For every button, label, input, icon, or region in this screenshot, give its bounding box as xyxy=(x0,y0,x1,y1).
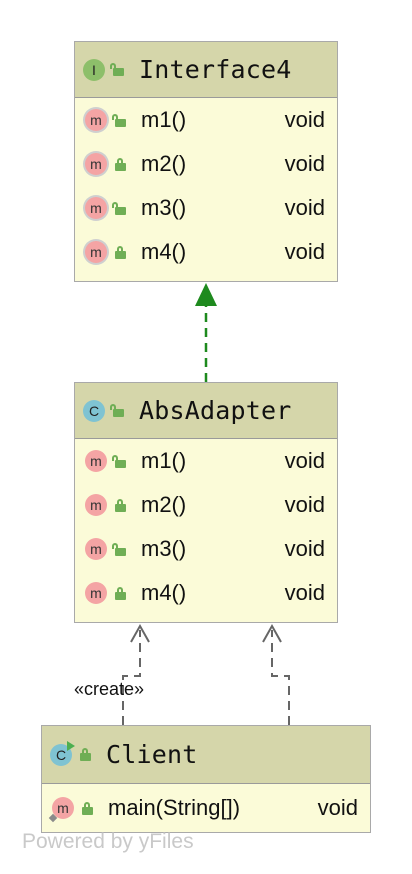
interface4-method-row[interactable]: m m2() void xyxy=(75,142,337,186)
public-open-lock-icon xyxy=(112,201,127,215)
usage-dependency-line xyxy=(271,630,290,725)
client-node[interactable]: C Client m main(String[]) void xyxy=(41,725,371,833)
class-kind-letter: C xyxy=(55,746,67,763)
client-title: Client xyxy=(106,740,198,769)
public-lock-icon xyxy=(115,586,127,600)
method-return-type: void xyxy=(284,536,325,561)
static-method-icon: m xyxy=(52,797,74,819)
method-icon: m xyxy=(85,582,107,604)
run-arrow-icon xyxy=(67,740,75,751)
abstract-method-icon: m xyxy=(85,109,107,131)
absadapter-method-row[interactable]: m m4() void xyxy=(75,571,337,615)
method-name: m3() xyxy=(141,195,187,220)
client-header: C Client xyxy=(42,726,370,784)
public-lock-icon xyxy=(115,498,127,512)
absadapter-method-row[interactable]: m m1() void xyxy=(75,439,337,483)
absadapter-node[interactable]: C AbsAdapter m m1() void m m2() void m m… xyxy=(74,382,338,623)
interface4-header: I Interface4 xyxy=(75,42,337,98)
method-name: main(String[]) xyxy=(108,795,241,820)
method-return-type: void xyxy=(284,492,325,517)
interface4-node[interactable]: I Interface4 m m1() void m m2() void m m… xyxy=(74,41,338,282)
create-stereotype-label: «create» xyxy=(74,679,145,699)
method-name: m3() xyxy=(141,536,187,561)
implements-relation xyxy=(195,283,217,382)
absadapter-method-row[interactable]: m m3() void xyxy=(75,527,337,571)
method-icon: m xyxy=(85,494,107,516)
public-lock-icon xyxy=(115,245,127,259)
public-lock-icon xyxy=(80,748,92,761)
create-dependency-line xyxy=(122,630,141,725)
usage-dependency-relation xyxy=(262,623,290,725)
method-name: m4() xyxy=(141,580,187,605)
public-open-lock-icon xyxy=(110,63,125,76)
interface4-method-row[interactable]: m m3() void xyxy=(75,186,337,230)
method-name: m4() xyxy=(141,239,187,264)
public-open-lock-icon xyxy=(112,542,127,556)
method-return-type: void xyxy=(317,795,358,820)
runnable-class-kind-icon: C xyxy=(50,740,75,766)
public-lock-icon xyxy=(115,157,127,171)
usage-dependency-arrowhead-icon xyxy=(262,623,282,643)
method-return-type: void xyxy=(284,580,325,605)
abstract-method-icon: m xyxy=(85,153,107,175)
create-dependency-arrowhead-icon xyxy=(130,623,150,643)
method-icon: m xyxy=(85,538,107,560)
public-open-lock-icon xyxy=(110,404,125,417)
method-return-type: void xyxy=(284,107,325,132)
absadapter-title: AbsAdapter xyxy=(139,396,292,425)
implements-arrowhead-icon xyxy=(195,283,217,306)
client-method-row[interactable]: m main(String[]) void xyxy=(42,784,370,832)
absadapter-method-row[interactable]: m m2() void xyxy=(75,483,337,527)
method-return-type: void xyxy=(284,448,325,473)
interface4-title: Interface4 xyxy=(139,55,292,84)
method-icon: m xyxy=(85,450,107,472)
public-open-lock-icon xyxy=(112,113,127,127)
yfiles-watermark: Powered by yFiles xyxy=(22,830,194,853)
public-lock-icon xyxy=(82,801,94,815)
method-return-type: void xyxy=(284,195,325,220)
method-name: m2() xyxy=(141,492,187,517)
abstract-method-icon: m xyxy=(85,241,107,263)
method-name: m1() xyxy=(141,448,187,473)
method-return-type: void xyxy=(284,151,325,176)
abstract-class-kind-icon: C xyxy=(83,399,105,422)
method-return-type: void xyxy=(284,239,325,264)
abstract-method-icon: m xyxy=(85,197,107,219)
method-name: m1() xyxy=(141,107,187,132)
interface-kind-icon: I xyxy=(83,58,105,81)
interface4-method-row[interactable]: m m4() void xyxy=(75,230,337,274)
public-open-lock-icon xyxy=(112,454,127,468)
absadapter-header: C AbsAdapter xyxy=(75,383,337,439)
interface4-method-row[interactable]: m m1() void xyxy=(75,98,337,142)
create-dependency-relation xyxy=(122,623,150,725)
method-name: m2() xyxy=(141,151,187,176)
